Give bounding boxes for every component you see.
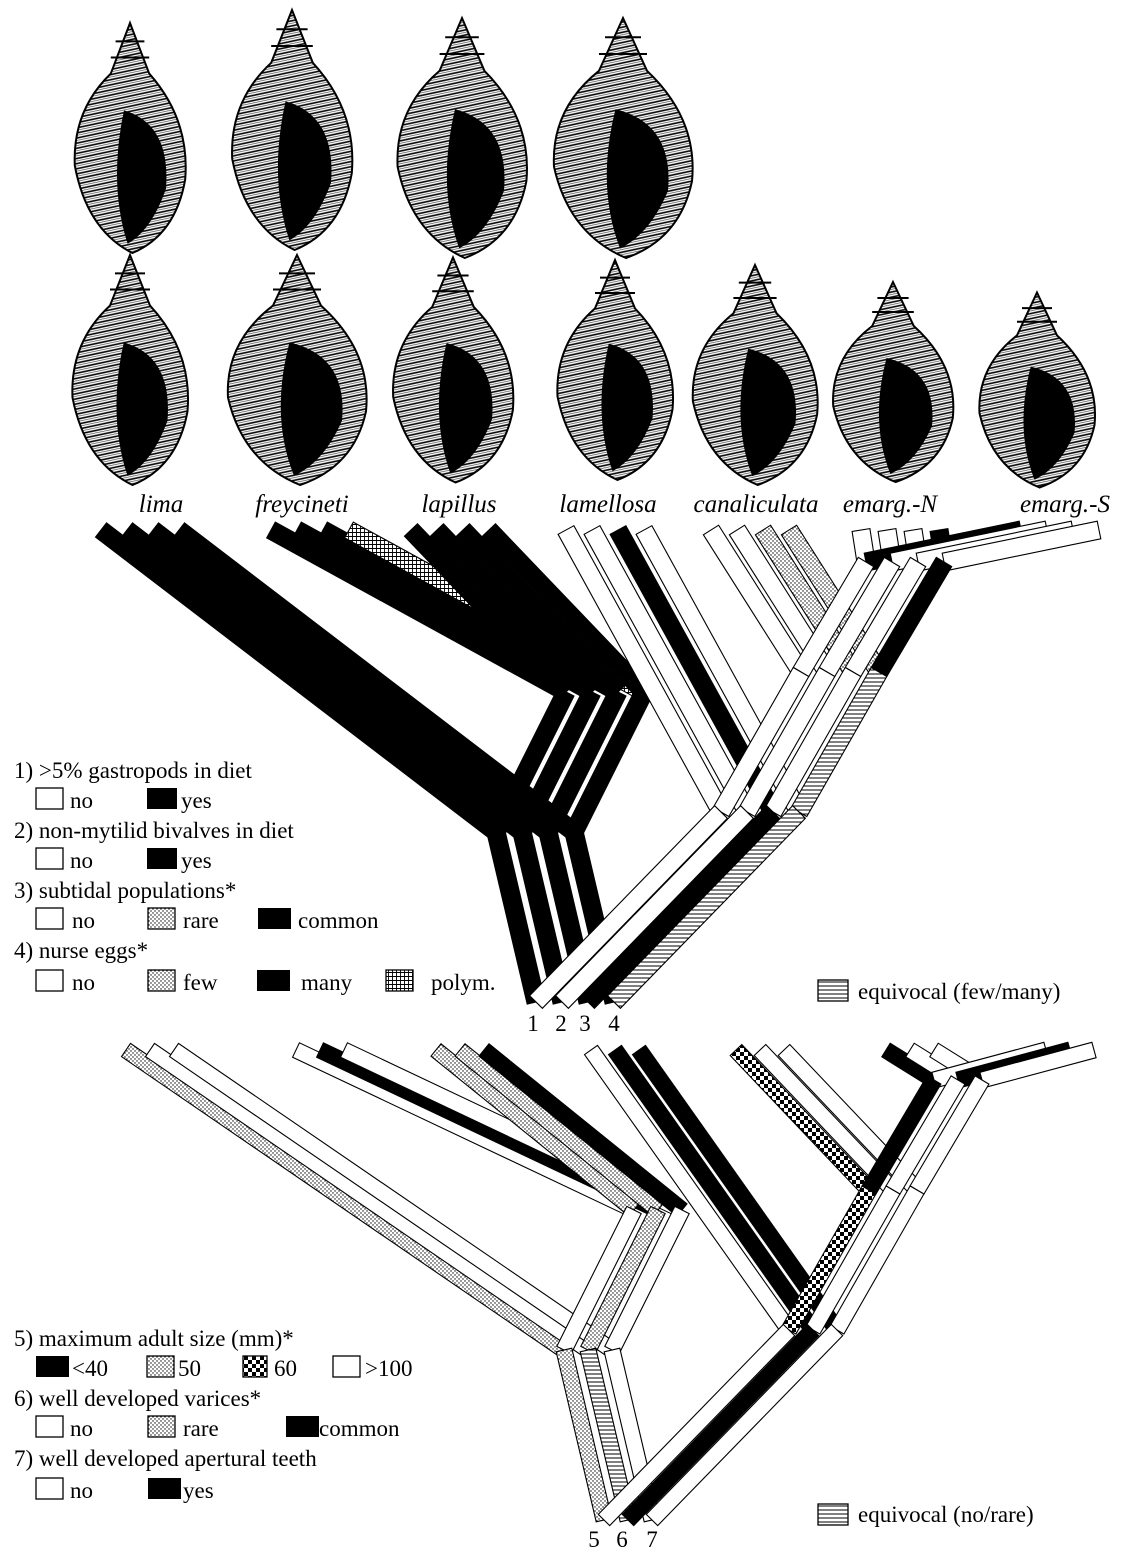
swatch-1-no xyxy=(36,788,63,809)
equivocal-top-label: equivocal (few/many) xyxy=(858,979,1060,1004)
swatch-equivocal-top xyxy=(818,980,848,1001)
swatch-1-yes xyxy=(147,788,177,809)
state-4-no: no xyxy=(72,970,95,995)
state-6-common: common xyxy=(319,1416,400,1441)
shell-canaliculata xyxy=(693,265,818,485)
shell-emarg-n xyxy=(833,282,953,482)
swatch-3-rare xyxy=(148,908,175,929)
state-3-no: no xyxy=(72,908,95,933)
branch-root-right-char-3 xyxy=(646,1324,842,1525)
swatch-5-gt100 xyxy=(333,1356,360,1377)
legend-title-7: 7) well developed apertural teeth xyxy=(14,1446,317,1471)
state-1-yes: yes xyxy=(181,788,212,813)
swatch-4-many xyxy=(257,970,290,991)
character-number-1: 1 xyxy=(527,1011,539,1036)
state-5-lt40: <40 xyxy=(72,1356,108,1381)
swatch-3-common xyxy=(258,908,291,929)
shell-freycineti-1 xyxy=(232,10,352,250)
character-number-2: 2 xyxy=(555,1011,567,1036)
state-1-no: no xyxy=(70,788,93,813)
swatch-7-no xyxy=(36,1478,63,1499)
shell-emarg-s xyxy=(979,293,1095,488)
taxon-label-lamellosa: lamellosa xyxy=(559,491,656,518)
taxon-label-canaliculata: canaliculata xyxy=(694,491,819,518)
swatch-4-polym xyxy=(386,970,413,991)
swatch-2-no xyxy=(36,848,63,869)
character-numbers-bottom: 5 6 7 xyxy=(588,1527,658,1551)
character-number-5: 5 xyxy=(588,1527,600,1551)
legend-title-4: 4) nurse eggs* xyxy=(14,938,148,963)
legend-title-2: 2) non-mytilid bivalves in diet xyxy=(14,818,294,843)
state-7-yes: yes xyxy=(183,1478,214,1503)
swatch-5-50 xyxy=(147,1356,174,1377)
legend-title-1: 1) >5% gastropods in diet xyxy=(14,758,252,783)
state-4-few: few xyxy=(183,970,218,995)
state-5-50: 50 xyxy=(178,1356,201,1381)
swatch-6-rare xyxy=(148,1416,175,1437)
shell-freycineti-2 xyxy=(228,255,367,485)
state-3-common: common xyxy=(298,908,379,933)
state-4-many: many xyxy=(301,970,353,995)
shell-lamellosa-1 xyxy=(554,18,693,258)
state-5-gt100: >100 xyxy=(365,1356,412,1381)
swatch-3-no xyxy=(36,908,63,929)
swatch-4-no xyxy=(36,970,63,991)
shell-lapillus-2 xyxy=(393,258,513,483)
shell-lamellosa-2 xyxy=(557,260,673,480)
character-number-7: 7 xyxy=(646,1527,658,1551)
swatch-4-few xyxy=(148,970,175,991)
taxon-label-lapillus: lapillus xyxy=(421,491,496,518)
branch-root-right-char-2 xyxy=(622,1324,818,1525)
shell-illustrations xyxy=(72,10,1095,488)
state-7-no: no xyxy=(70,1478,93,1503)
legend-title-5: 5) maximum adult size (mm)* xyxy=(14,1326,294,1351)
taxon-labels: lima freycineti lapillus lamellosa canal… xyxy=(139,491,1111,518)
state-6-rare: rare xyxy=(183,1416,219,1441)
character-number-6: 6 xyxy=(616,1527,628,1551)
state-2-no: no xyxy=(70,848,93,873)
shell-lapillus-1 xyxy=(397,18,527,258)
state-6-no: no xyxy=(70,1416,93,1441)
taxon-label-lima: lima xyxy=(139,491,183,518)
swatch-6-no xyxy=(36,1416,63,1437)
legend-title-6: 6) well developed varices* xyxy=(14,1386,261,1411)
taxon-label-freycineti: freycineti xyxy=(255,491,349,518)
state-2-yes: yes xyxy=(181,848,212,873)
character-number-4: 4 xyxy=(608,1011,620,1036)
legend-title-3: 3) subtidal populations* xyxy=(14,878,236,903)
swatch-2-yes xyxy=(147,848,177,869)
state-5-60: 60 xyxy=(274,1356,297,1381)
shell-lima-1 xyxy=(75,23,186,253)
state-3-rare: rare xyxy=(183,908,219,933)
character-numbers-top: 1 2 3 4 xyxy=(527,1011,620,1036)
legend-bottom: 5) maximum adult size (mm)* <40 50 60 >1… xyxy=(14,1326,1034,1527)
shell-lima-2 xyxy=(72,255,188,485)
swatch-7-yes xyxy=(148,1478,181,1499)
taxon-label-emarg-s: emarg.-S xyxy=(1020,491,1111,518)
state-4-polym: polym. xyxy=(431,970,496,995)
taxon-label-emarg-n: emarg.-N xyxy=(843,491,939,518)
swatch-6-common xyxy=(286,1416,319,1437)
swatch-5-lt40 xyxy=(36,1356,69,1377)
branch-root-right-char-3 xyxy=(582,806,780,1009)
swatch-equivocal-bottom xyxy=(818,1504,848,1525)
swatch-5-60 xyxy=(243,1356,267,1377)
character-number-3: 3 xyxy=(579,1011,591,1036)
equivocal-bottom-label: equivocal (no/rare) xyxy=(858,1502,1034,1527)
